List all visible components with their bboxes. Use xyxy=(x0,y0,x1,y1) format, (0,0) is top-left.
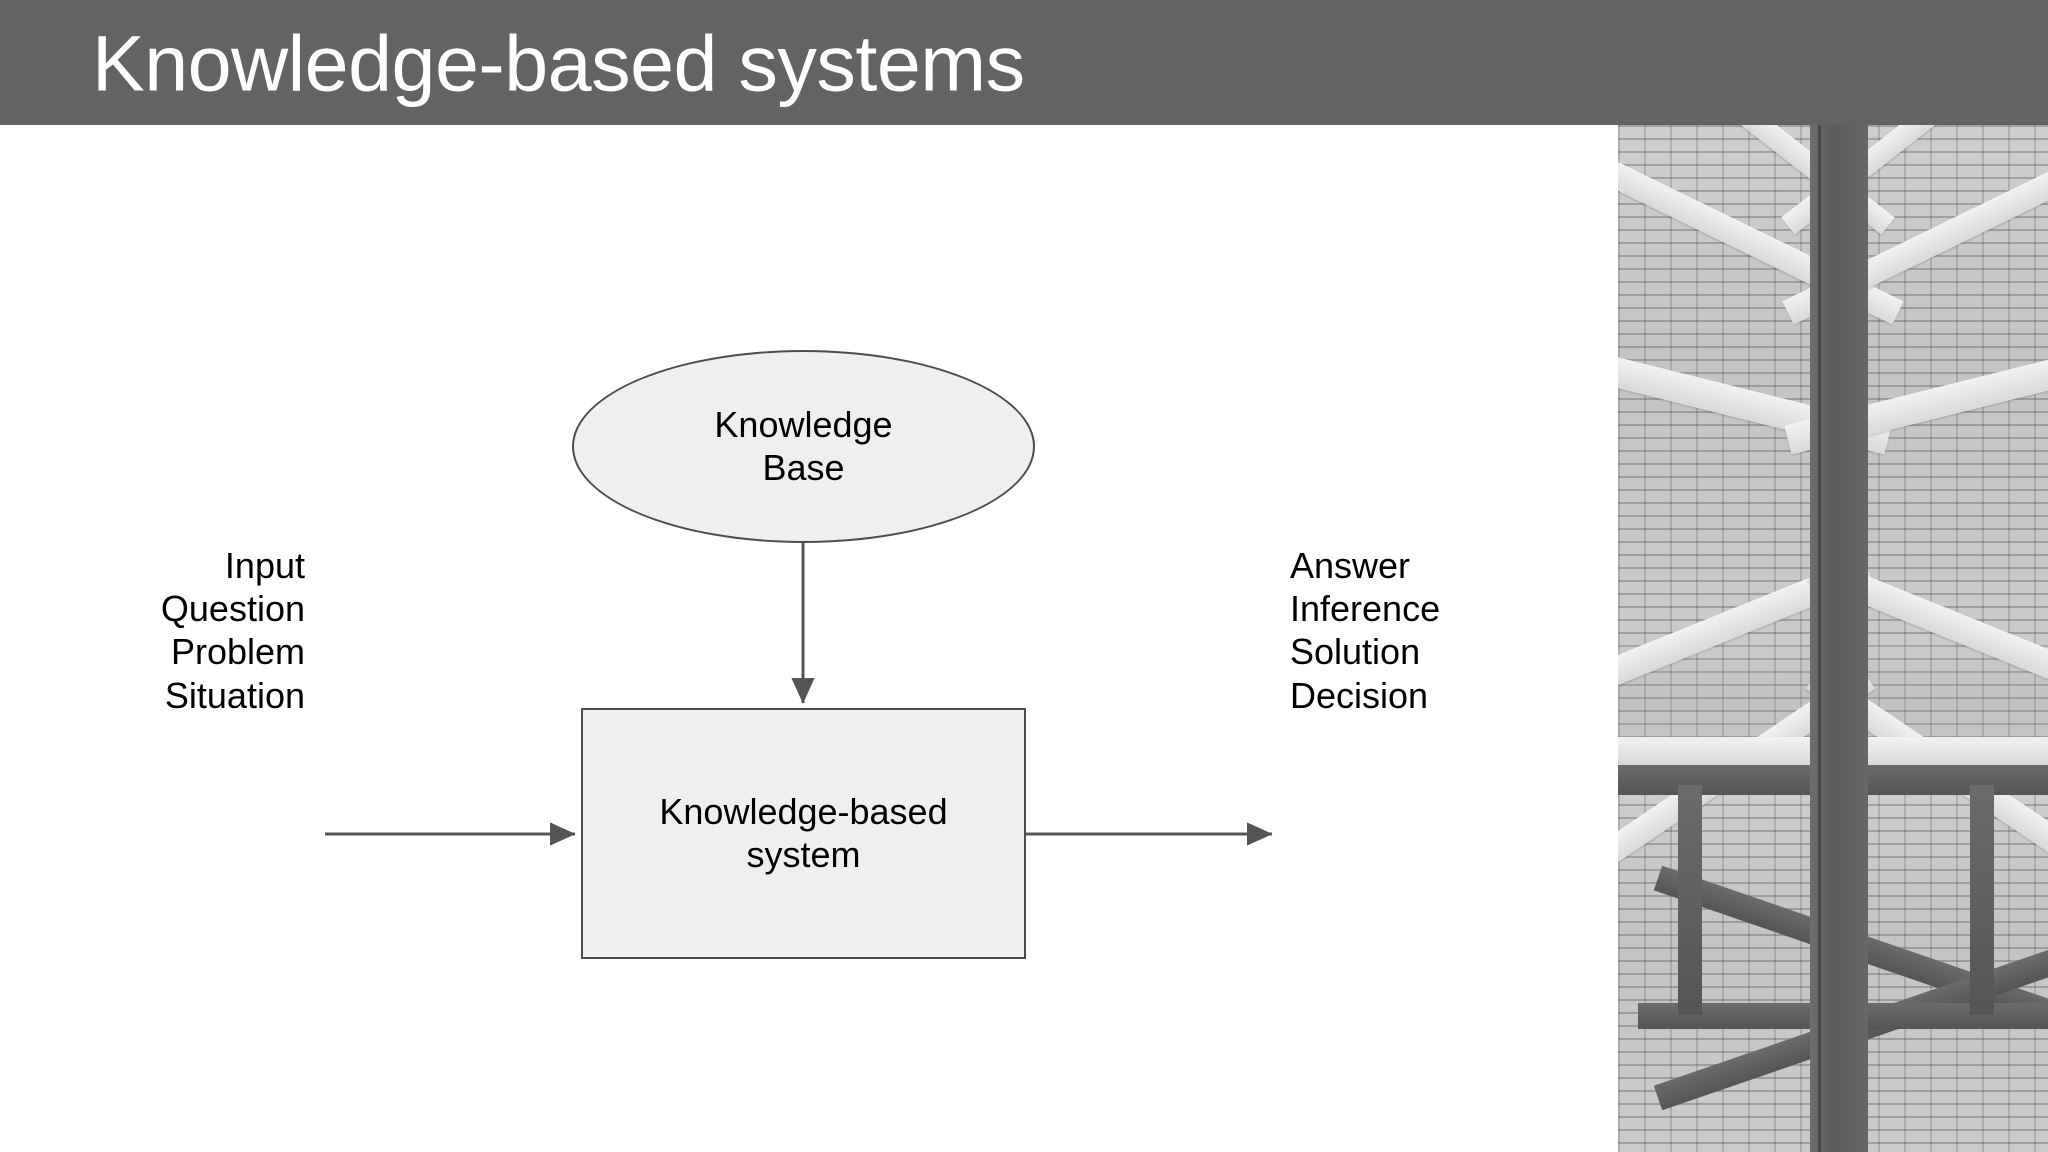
panel-post-left xyxy=(1678,785,1702,1015)
truss-photo xyxy=(1618,125,2048,1152)
kbs-line-1: Knowledge-based xyxy=(659,791,948,833)
panel-post-right xyxy=(1970,785,1994,1015)
node-knowledge-base-label: Knowledge Base xyxy=(714,404,892,488)
title-banner: Knowledge-based systems xyxy=(0,0,2048,125)
center-post-seam xyxy=(1818,125,1821,1152)
kb-line-2: Base xyxy=(762,446,845,488)
kbs-line-2: system xyxy=(746,833,861,875)
diagram-canvas: Knowledge Base Knowledge-based system In… xyxy=(0,125,1618,1152)
kb-line-1: Knowledge xyxy=(714,404,893,446)
node-knowledge-based-system-label: Knowledge-based system xyxy=(659,791,947,875)
output-label: Answer Inference Solution Decision xyxy=(1290,545,1441,716)
node-knowledge-base[interactable]: Knowledge Base xyxy=(572,350,1035,543)
page-title: Knowledge-based systems xyxy=(92,18,1025,107)
input-label: Input Question Problem Situation xyxy=(160,545,305,716)
node-knowledge-based-system[interactable]: Knowledge-based system xyxy=(581,708,1026,959)
